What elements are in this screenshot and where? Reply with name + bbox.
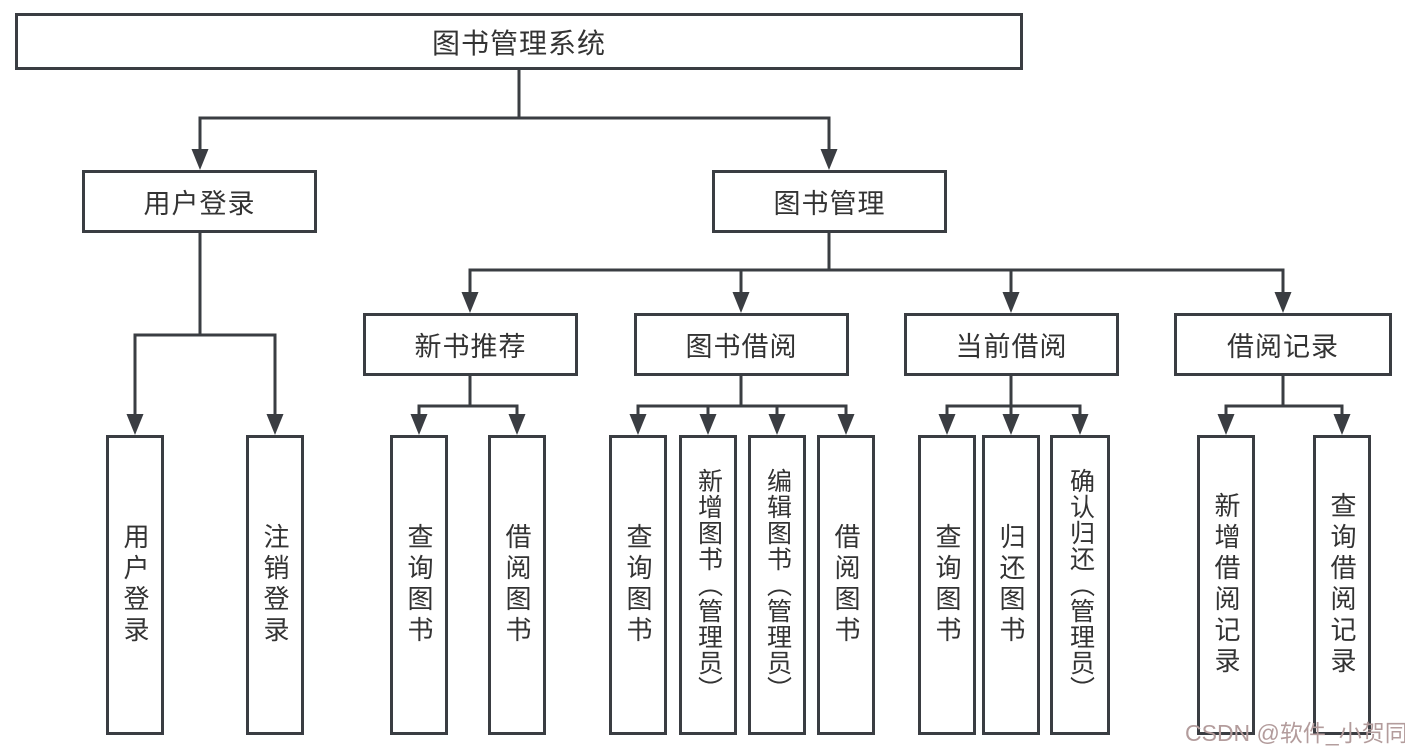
leaf-user-login: 用户登录 xyxy=(106,435,164,735)
csdn-watermark: CSDN @软件_小贺同学 xyxy=(1185,720,1405,746)
leaf-query-borrow-record: 查询借阅记录 xyxy=(1313,435,1371,735)
node-borrowing-records: 借阅记录 xyxy=(1174,313,1392,376)
leaf-query-books-current: 查询图书 xyxy=(918,435,976,735)
leaf-borrow-books-borrowing: 借阅图书 xyxy=(817,435,875,735)
node-book-borrowing: 图书借阅 xyxy=(634,313,849,376)
leaf-add-borrow-record: 新增借阅记录 xyxy=(1197,435,1255,735)
node-user-login: 用户登录 xyxy=(82,170,317,233)
leaf-borrow-books-recommend: 借阅图书 xyxy=(488,435,546,735)
leaf-edit-books-admin: 编辑图书（管理员） xyxy=(748,435,806,735)
node-book-management: 图书管理 xyxy=(712,170,947,233)
leaf-return-books: 归还图书 xyxy=(982,435,1040,735)
node-current-borrowing: 当前借阅 xyxy=(904,313,1119,376)
leaf-logout: 注销登录 xyxy=(246,435,304,735)
node-new-book-recommend: 新书推荐 xyxy=(363,313,578,376)
leaf-add-books-admin: 新增图书（管理员） xyxy=(679,435,737,735)
leaf-query-books-recommend: 查询图书 xyxy=(390,435,448,735)
leaf-confirm-return-admin: 确认归还（管理员） xyxy=(1050,435,1110,735)
leaf-query-books-borrowing: 查询图书 xyxy=(609,435,667,735)
node-library-system: 图书管理系统 xyxy=(15,13,1023,70)
